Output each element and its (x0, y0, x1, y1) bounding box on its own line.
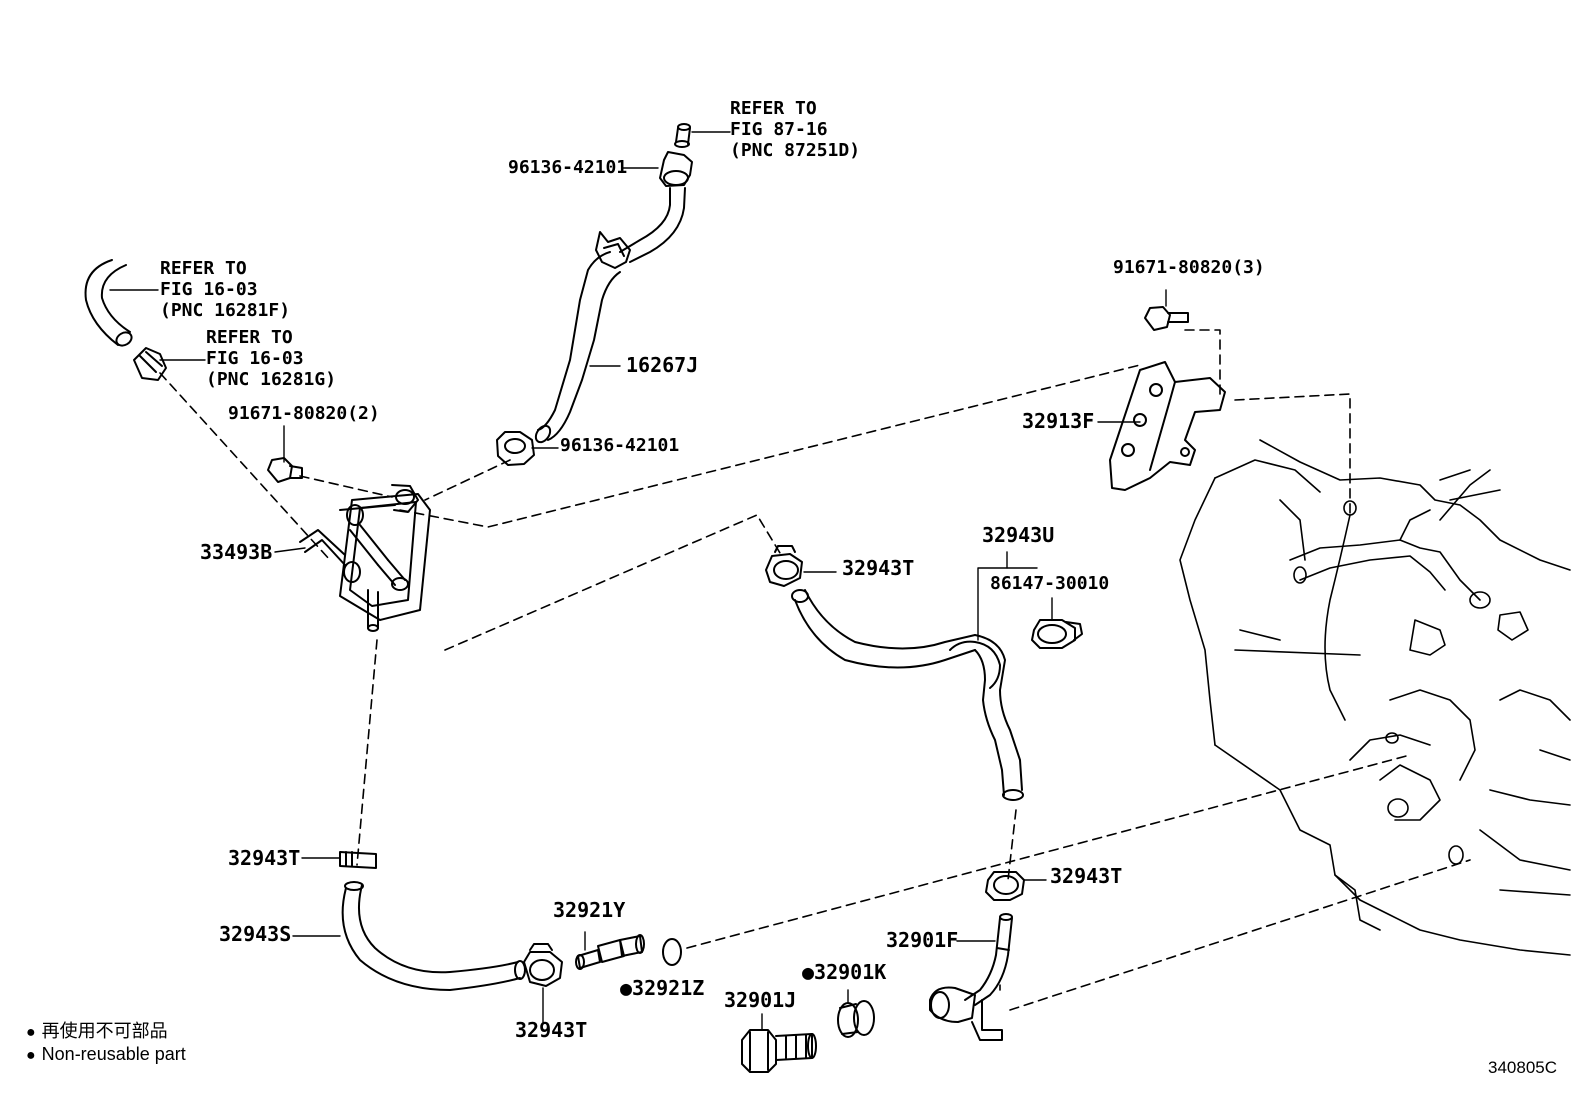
clamp-32943t-right (985, 871, 1025, 901)
part-label-bracket-32913f[interactable]: 32913F (1022, 409, 1095, 433)
non-reusable-marker: ● (620, 976, 633, 1000)
clip-96136-top (659, 151, 693, 187)
hose-end-16281f (84, 259, 133, 347)
clip-16281g (133, 347, 167, 381)
figure-code: 340805C (1488, 1058, 1558, 1077)
legend-bullet: ● (26, 1047, 36, 1064)
part-label-clamp-86147[interactable]: 86147-30010 (990, 573, 1110, 594)
part-label-bolt-91671-right[interactable]: 91671-80820(3) (1113, 257, 1265, 278)
clamp-86147 (1031, 619, 1083, 649)
legend-japanese-text: 再使用不可部品 (41, 1021, 168, 1041)
gasket-32921z (662, 938, 682, 966)
part-label-clamp-32943u[interactable]: 32943U (982, 523, 1055, 547)
non-reusable-marker: ● (802, 960, 815, 984)
clamp-32943t-bottom (523, 943, 563, 987)
hose-16267j (534, 187, 686, 444)
clip-96136-mid (496, 431, 535, 466)
ref-line-2: FIG 87-16 (730, 119, 828, 140)
part-label-clamp-32943t-bottom[interactable]: 32943T (515, 1018, 588, 1042)
oil-cooler-33493b (299, 484, 431, 632)
part-label-bolt-32901j[interactable]: 32901J (724, 988, 797, 1012)
legend-bullet: ● (26, 1024, 36, 1041)
part-label-union-32921y[interactable]: 32921Y (553, 898, 626, 922)
bracket-32913f (1109, 361, 1226, 491)
part-label-bolt-91671-left[interactable]: 91671-80820(2) (228, 403, 380, 424)
part-label-clamp-32943t-right[interactable]: 32943T (1050, 864, 1123, 888)
bolt-91671-left (267, 457, 303, 483)
gasket-32901k (837, 1000, 875, 1038)
part-label-clip-96136-mid[interactable]: 96136-42101 (560, 435, 680, 456)
refer-to-fig-87-16: REFER TO FIG 87-16 (PNC 87251D) (730, 98, 860, 161)
part-label-hose-16267j[interactable]: 16267J (626, 353, 699, 377)
bolt-91671-right (1144, 306, 1189, 331)
connection-lines (159, 329, 1471, 1011)
part-label-clamp-32943t-upper[interactable]: 32943T (842, 556, 915, 580)
bolt-32901j (741, 1029, 817, 1073)
legend-english-text: Non-reusable part (41, 1044, 186, 1064)
ref-line-1: REFER TO (730, 98, 817, 119)
ref-line-1: REFER TO (160, 258, 247, 279)
part-label-clamp-32943t-left[interactable]: 32943T (228, 846, 301, 870)
hose-32943s (341, 881, 526, 991)
part-number: 32921Z (632, 976, 705, 1000)
part-label-hose-32943s[interactable]: 32943S (219, 922, 292, 946)
refer-to-fig-16-03-g: REFER TO FIG 16-03 (PNC 16281G) (206, 327, 336, 390)
refer-to-fig-16-03-f: REFER TO FIG 16-03 (PNC 16281F) (160, 258, 290, 321)
legend-japanese: ● 再使用不可部品 (26, 1020, 168, 1044)
part-label-gasket-32901k[interactable]: ●32901K (802, 962, 886, 982)
part-label-pipe-32901f[interactable]: 32901F (886, 928, 959, 952)
ref-line-3: (PNC 16281G) (206, 369, 337, 390)
pipe-end-87-16 (674, 123, 691, 148)
part-number: 32901K (814, 960, 887, 984)
legend-english: ● Non-reusable part (26, 1043, 186, 1067)
leader-lines (109, 131, 1167, 1031)
ref-line-1: REFER TO (206, 327, 293, 348)
part-label-cooler-33493b[interactable]: 33493B (200, 540, 273, 564)
clamp-32943t-upper (765, 545, 803, 587)
clamp-32943t-left (339, 851, 377, 869)
ref-line-3: (PNC 16281F) (160, 300, 291, 321)
part-label-gasket-32921z[interactable]: ●32921Z (620, 978, 704, 998)
pipe-32901f (929, 913, 1013, 1041)
hose-32943u (791, 589, 1024, 801)
ref-line-2: FIG 16-03 (160, 279, 258, 300)
transmission-case (1179, 439, 1571, 956)
ref-line-2: FIG 16-03 (206, 348, 304, 369)
union-32921y (575, 934, 645, 970)
ref-line-3: (PNC 87251D) (730, 140, 861, 161)
part-label-clip-96136-top[interactable]: 96136-42101 (508, 157, 628, 178)
